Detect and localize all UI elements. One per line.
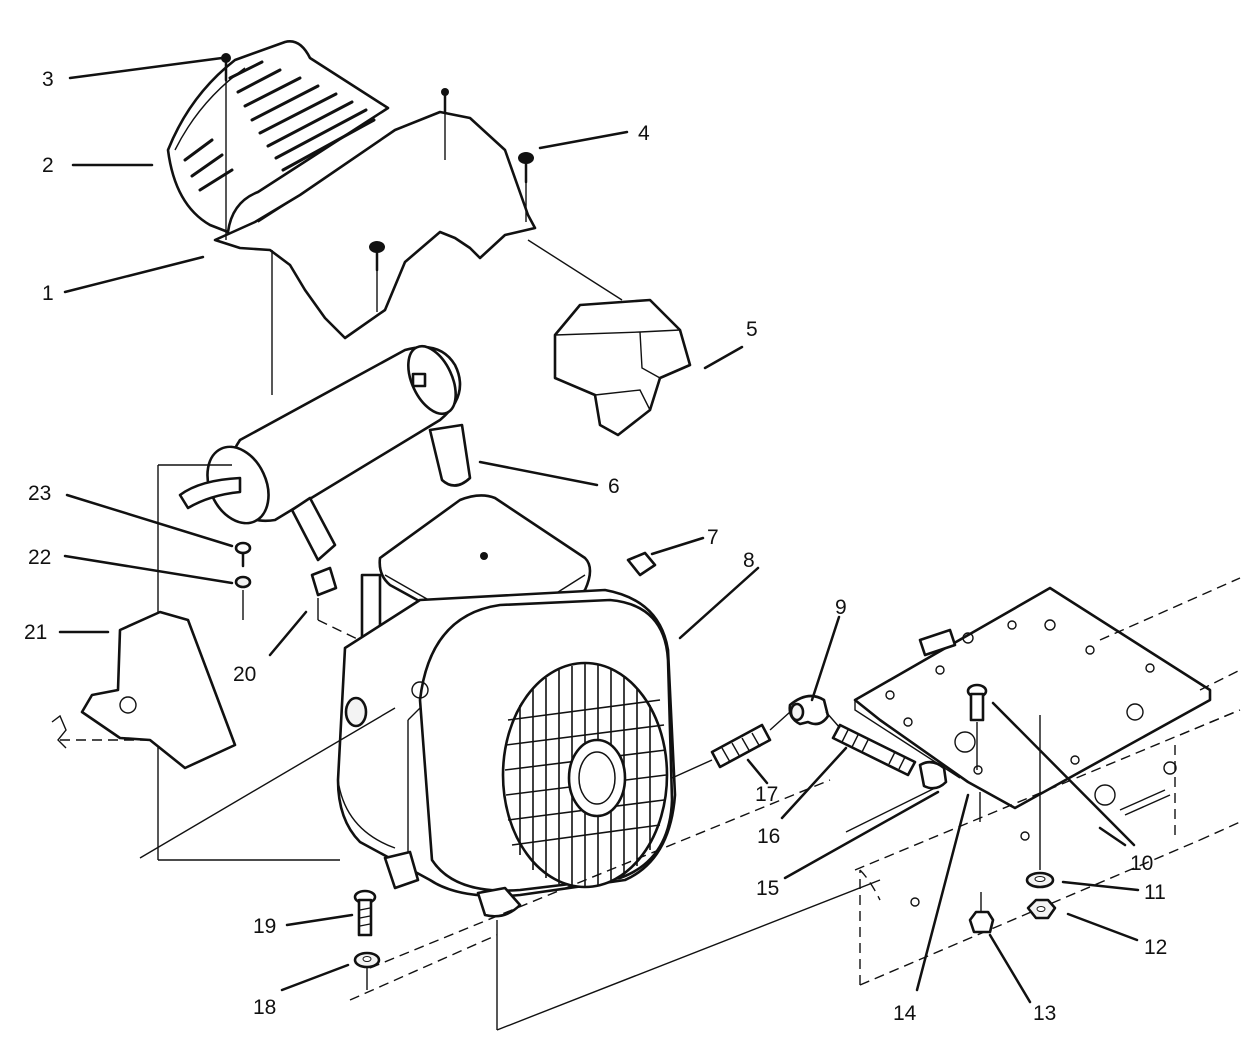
callout-23: 23	[28, 482, 51, 505]
callout-19: 19	[253, 915, 276, 938]
bolt-10	[966, 683, 988, 770]
screw-4	[518, 152, 534, 222]
callout-13: 13	[1033, 1002, 1056, 1025]
washer-22	[234, 575, 252, 620]
callout-14: 14	[893, 1002, 917, 1025]
callout-7: 7	[707, 526, 719, 549]
callout-11: 11	[1144, 881, 1166, 904]
callout-21: 21	[24, 621, 47, 644]
callout-5: 5	[746, 318, 758, 341]
mounting-plate	[853, 586, 1212, 870]
callout-3: 3	[42, 68, 54, 91]
nipple-17	[710, 723, 772, 769]
callout-4: 4	[638, 122, 650, 145]
leader-lines	[58, 56, 1140, 1004]
screw-3	[221, 53, 231, 240]
muffler-heat-shield	[213, 110, 537, 340]
screw-shield-lower	[369, 241, 385, 312]
washer-11	[1025, 871, 1055, 889]
nut-12	[1026, 898, 1057, 920]
callout-2: 2	[42, 154, 54, 177]
callout-22: 22	[28, 546, 51, 569]
fan-grille	[504, 664, 667, 887]
screw-shield	[441, 88, 449, 160]
muffler-guard-perforated	[166, 40, 390, 234]
coupling-15	[918, 760, 948, 790]
callout-9: 9	[835, 596, 847, 619]
nut-13	[968, 892, 995, 934]
bolt-19	[353, 889, 377, 937]
muffler	[178, 344, 472, 562]
callout-10: 10	[1130, 852, 1153, 875]
cover-block	[527, 239, 692, 437]
callout-18: 18	[253, 996, 276, 1019]
elbow-9	[788, 694, 830, 726]
callout-12: 12	[1144, 936, 1167, 959]
callout-labels: 3 2 1 4 5 6 7 8 9 10 11 12 13 14 15 16 1…	[24, 68, 1167, 1025]
guard-slots	[183, 60, 376, 192]
bolt-23	[234, 541, 252, 568]
callout-16: 16	[757, 825, 780, 848]
washer-18	[353, 951, 381, 990]
callout-20: 20	[233, 663, 256, 686]
clip-7	[626, 551, 657, 577]
side-shield	[51, 610, 237, 770]
engine	[336, 494, 677, 918]
nipple-16	[831, 723, 917, 777]
callout-17: 17	[755, 783, 778, 806]
callout-6: 6	[608, 475, 620, 498]
callout-1: 1	[42, 282, 54, 305]
callout-15: 15	[756, 877, 779, 900]
callout-8: 8	[743, 549, 755, 572]
